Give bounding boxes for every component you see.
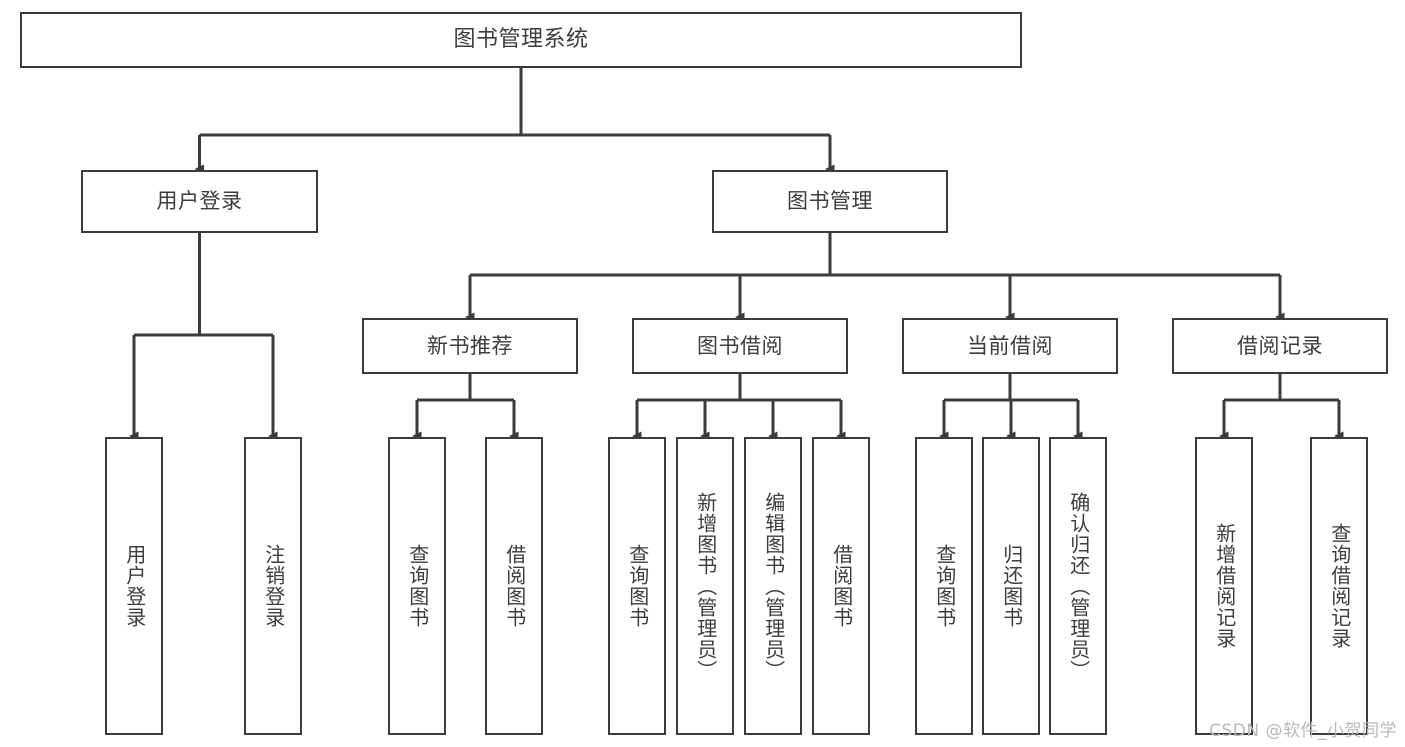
node-label: 借阅记录 [1237,333,1323,358]
node-records[interactable]: 借阅记录 [1172,318,1388,374]
node-label: 当前借阅 [967,333,1053,358]
watermark-text: CSDN @软件_小贺同学 [1209,721,1397,741]
node-l-login-1[interactable]: 用户登录 [105,437,163,735]
node-label: 查询图书 [932,544,957,628]
node-borrow[interactable]: 图书借阅 [632,318,848,374]
node-label: 确认归还（管理员） [1066,491,1091,681]
node-label: 用户登录 [156,189,243,214]
node-label: 新书推荐 [427,333,513,358]
node-l-bor-2[interactable]: 新增图书（管理员） [676,437,734,735]
node-label: 用户登录 [122,544,147,628]
node-label: 图书管理 [787,189,873,214]
node-label: 图书借阅 [697,333,783,358]
node-label: 图书管理系统 [453,26,589,52]
node-label: 借阅图书 [502,544,527,628]
node-l-cur-3[interactable]: 确认归还（管理员） [1049,437,1107,735]
connector-lines [129,68,1344,441]
node-label: 注销登录 [261,544,286,628]
node-label: 查询借阅记录 [1327,523,1352,649]
node-l-rec-2[interactable]: 查询借阅记录 [1310,437,1368,735]
node-label: 编辑图书（管理员） [761,491,786,681]
node-label: 归还图书 [999,544,1024,628]
node-root[interactable]: 图书管理系统 [20,12,1022,68]
node-label: 查询图书 [405,544,430,628]
node-l-new-1[interactable]: 查询图书 [388,437,446,735]
node-current[interactable]: 当前借阅 [902,318,1118,374]
node-l-bor-3[interactable]: 编辑图书（管理员） [744,437,802,735]
node-l-cur-2[interactable]: 归还图书 [982,437,1040,735]
node-l-bor-1[interactable]: 查询图书 [608,437,666,735]
node-newbook[interactable]: 新书推荐 [362,318,578,374]
node-label: 新增图书（管理员） [693,491,718,681]
node-l-rec-1[interactable]: 新增借阅记录 [1195,437,1253,735]
node-l-bor-4[interactable]: 借阅图书 [812,437,870,735]
node-l-cur-1[interactable]: 查询图书 [915,437,973,735]
node-l-new-2[interactable]: 借阅图书 [485,437,543,735]
node-label: 查询图书 [625,544,650,628]
node-label: 新增借阅记录 [1212,523,1237,649]
node-l-login-2[interactable]: 注销登录 [244,437,302,735]
node-label: 借阅图书 [829,544,854,628]
node-bookmgmt[interactable]: 图书管理 [712,170,948,233]
node-login[interactable]: 用户登录 [81,170,318,233]
